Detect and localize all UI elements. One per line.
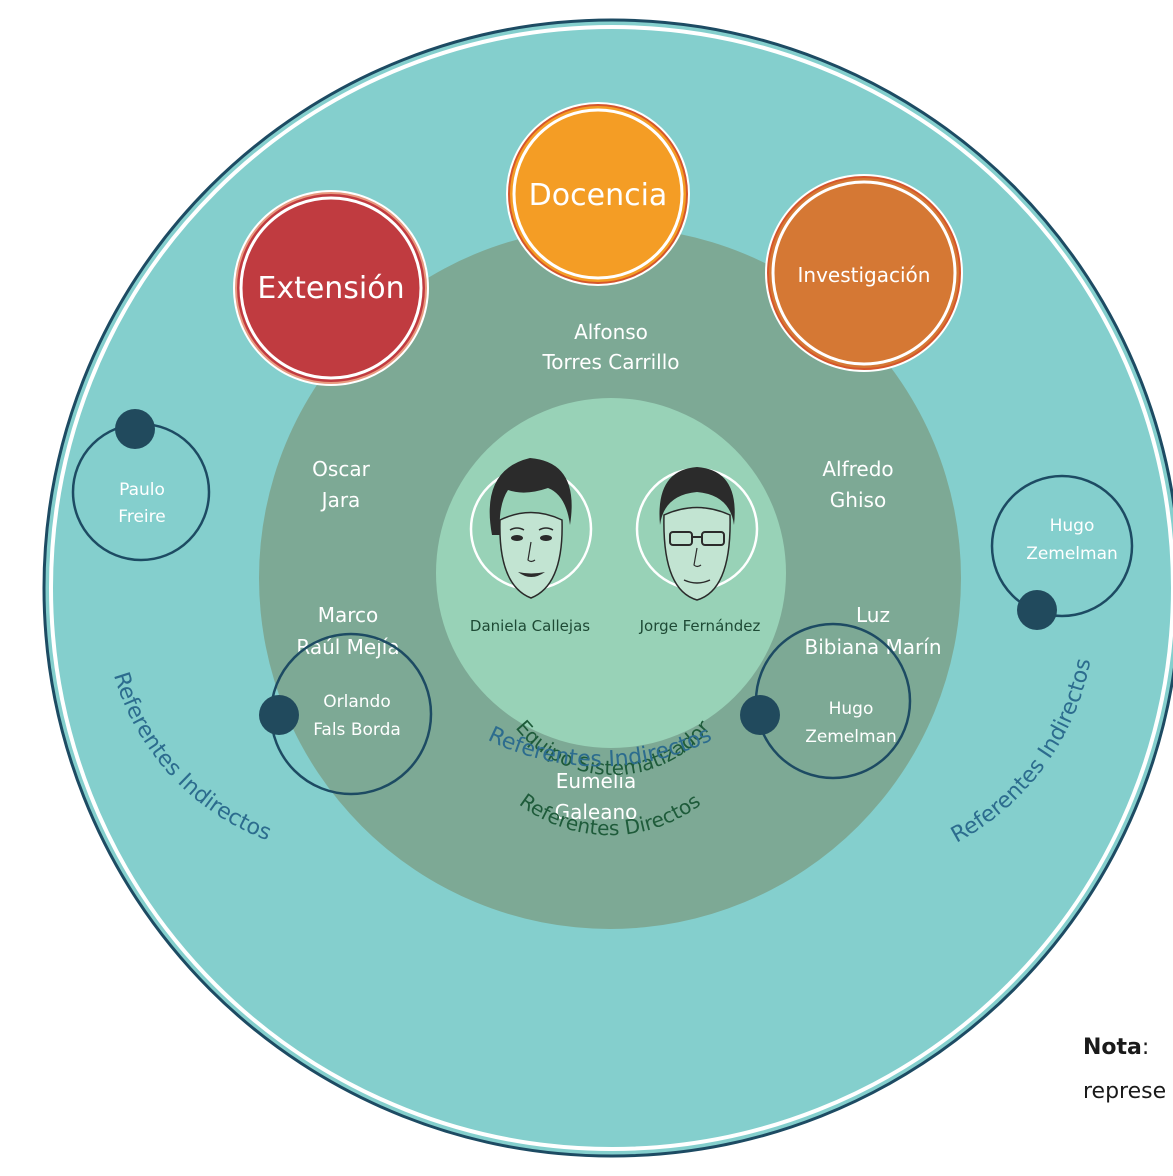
portrait-fernandez: Jorge Fernández bbox=[635, 467, 761, 635]
portrait-callejas: Daniela Callejas bbox=[469, 458, 593, 635]
activity-docencia: Docencia bbox=[506, 102, 690, 286]
team-member-callejas: Daniela Callejas bbox=[470, 617, 590, 635]
referent-galeano-line2: Galeano bbox=[555, 800, 638, 824]
indirect-fals-borda-line1: Orlando bbox=[323, 692, 390, 712]
indirect-referent-freire: Paulo Freire bbox=[71, 409, 211, 562]
activity-label-investigacion: Investigación bbox=[798, 263, 931, 287]
referent-marin-line2: Bibiana Marín bbox=[804, 635, 941, 659]
indirect-freire-line1: Paulo bbox=[119, 480, 165, 500]
indirect-referent-fals-borda: Orlando Fals Borda bbox=[259, 632, 433, 796]
referent-ghiso-line1: Alfredo bbox=[822, 457, 893, 481]
referent-jara-line1: Oscar bbox=[312, 457, 370, 481]
activity-extension: Extensión bbox=[233, 190, 429, 386]
activity-label-docencia: Docencia bbox=[529, 178, 668, 213]
indirect-referent-zemelman-bottom: Hugo Zemelman bbox=[740, 622, 912, 780]
indirect-fals-borda-line2: Fals Borda bbox=[313, 720, 401, 740]
referent-mejia-line2: Raúl Mejía bbox=[296, 635, 399, 659]
referent-jara-line2: Jara bbox=[320, 488, 361, 512]
man-face-icon bbox=[659, 467, 735, 601]
team-member-fernandez: Jorge Fernández bbox=[639, 617, 761, 635]
referent-torres-line1: Alfonso bbox=[574, 320, 648, 344]
note: Nota: represe bbox=[1083, 1026, 1173, 1114]
outer-ring-inner-line bbox=[49, 25, 1173, 1151]
referent-ghiso-line2: Ghiso bbox=[830, 488, 886, 512]
activity-investigacion: Investigación bbox=[765, 174, 963, 372]
note-label: Nota bbox=[1083, 1035, 1142, 1060]
woman-face-icon bbox=[489, 458, 572, 599]
indirect-zemelman-right-line1: Hugo bbox=[1050, 516, 1095, 536]
referent-marin-line1: Luz bbox=[856, 603, 890, 627]
activity-label-extension: Extensión bbox=[257, 271, 404, 306]
indirect-zemelman-bottom-line1: Hugo bbox=[829, 699, 874, 719]
indirect-freire-line2: Freire bbox=[118, 507, 165, 527]
note-text: represe bbox=[1083, 1079, 1167, 1104]
indirect-zemelman-bottom-line2: Zemelman bbox=[805, 727, 897, 747]
referent-torres-line2: Torres Carrillo bbox=[541, 350, 679, 374]
referent-mejia-line1: Marco bbox=[318, 603, 379, 627]
referent-galeano-line1: Eumelia bbox=[556, 769, 636, 793]
indirect-zemelman-right-line2: Zemelman bbox=[1026, 544, 1118, 564]
indirect-referent-zemelman-right: Hugo Zemelman bbox=[990, 474, 1134, 630]
